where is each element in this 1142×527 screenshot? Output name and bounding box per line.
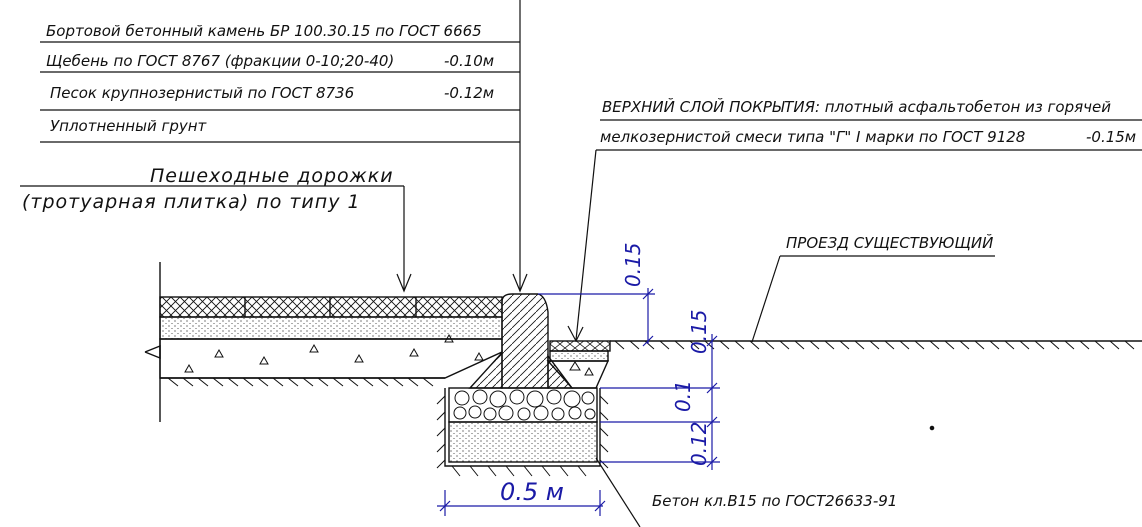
gravel-thickness-dimension: 0.1	[671, 380, 695, 412]
asphalt-thickness-dimension: 0.15	[687, 309, 711, 354]
sand-depth: -0.12м	[444, 84, 494, 102]
curb-height-dimension: 0.15	[621, 242, 645, 287]
walkways-label-line2: (тротуарная плитка) по типу 1	[22, 191, 361, 213]
width-dimension: 0.5 м	[500, 478, 564, 506]
top-layer-depth: -0.15м	[1086, 128, 1136, 146]
cross-section	[144, 262, 1142, 477]
layers-legend	[40, 41, 520, 143]
concrete-label: Бетон кл.В15 по ГОСТ26633-91	[652, 492, 897, 510]
compacted-soil-label: Уплотненный грунт	[50, 117, 208, 135]
crushed-stone-label: Щебень по ГОСТ 8767 (фракции 0-10;20-40)	[46, 52, 394, 70]
top-layer-label-line1: ВЕРХНИЙ СЛОЙ ПОКРЫТИЯ: плотный асфальтоб…	[602, 97, 1111, 116]
top-layer-label-line2: мелкозернистой смеси типа "Г" I марки по…	[600, 128, 1025, 146]
sand-label: Песок крупнозернистый по ГОСТ 8736	[50, 84, 354, 102]
sand-thickness-dimension: 0.12	[687, 421, 711, 466]
existing-driveway-label: ПРОЕЗД СУЩЕСТВУЮЩИЙ	[786, 233, 993, 252]
dimension-lines	[437, 288, 720, 516]
curb-stone-label: Бортовой бетонный камень БР 100.30.15 по…	[46, 22, 482, 40]
crushed-stone-depth: -0.10м	[444, 52, 494, 70]
walkways-label-line1: Пешеходные дорожки	[150, 165, 394, 187]
